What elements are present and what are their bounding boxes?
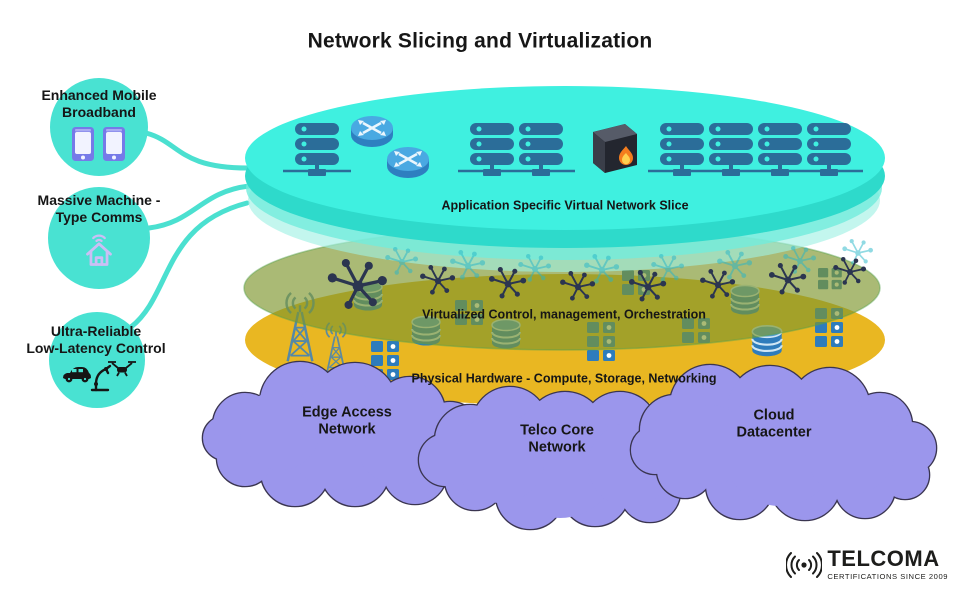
server-rack-group-icon <box>648 123 863 176</box>
mmtc-bubble <box>48 187 150 289</box>
use-case-bubbles <box>48 78 150 408</box>
hardware-layer-label: Physical Hardware - Compute, Storage, Ne… <box>411 371 717 386</box>
signal-waves-icon <box>786 551 823 578</box>
cloud-datacenter <box>629 363 938 522</box>
telcoma-logo: TELCOMA CERTIFICATIONS SINCE 2009 <box>786 548 948 581</box>
urllc-bubble <box>49 312 145 408</box>
smartphone-icon <box>103 127 125 161</box>
embb-label: Enhanced Mobile Broadband <box>41 87 157 120</box>
firewall-icon <box>593 124 637 173</box>
virtualization-layer-label: Virtualized Control, management, Orchest… <box>422 307 706 322</box>
urllc-label: Ultra-Reliable Low-Latency Control <box>26 323 166 356</box>
server-rack-icon <box>283 123 351 176</box>
edge-access-cloud-label: Edge Access Network <box>302 404 392 438</box>
slice-icons <box>283 114 863 180</box>
logo-tagline: CERTIFICATIONS SINCE 2009 <box>827 572 948 581</box>
page-title: Network Slicing and Virtualization <box>307 29 653 53</box>
mmtc-label: Massive Machine - Type Comms <box>37 192 161 225</box>
cloud-datacenter-label: Cloud Datacenter <box>736 407 812 441</box>
server-rack-group-icon <box>458 123 575 176</box>
slice-disc-face <box>245 86 885 230</box>
telco-core-cloud-label: Telco Core Network <box>520 422 594 456</box>
slice-layer-label: Application Specific Virtual Network Sli… <box>441 198 689 213</box>
connector-mmtc <box>146 183 252 231</box>
logo-brand: TELCOMA <box>827 546 940 571</box>
connector-lines <box>128 130 252 330</box>
smartphone-icon <box>72 127 94 161</box>
router-icon <box>385 145 431 180</box>
router-icon <box>349 114 395 149</box>
connector-urllc <box>128 200 250 330</box>
connector-embb <box>143 130 251 171</box>
